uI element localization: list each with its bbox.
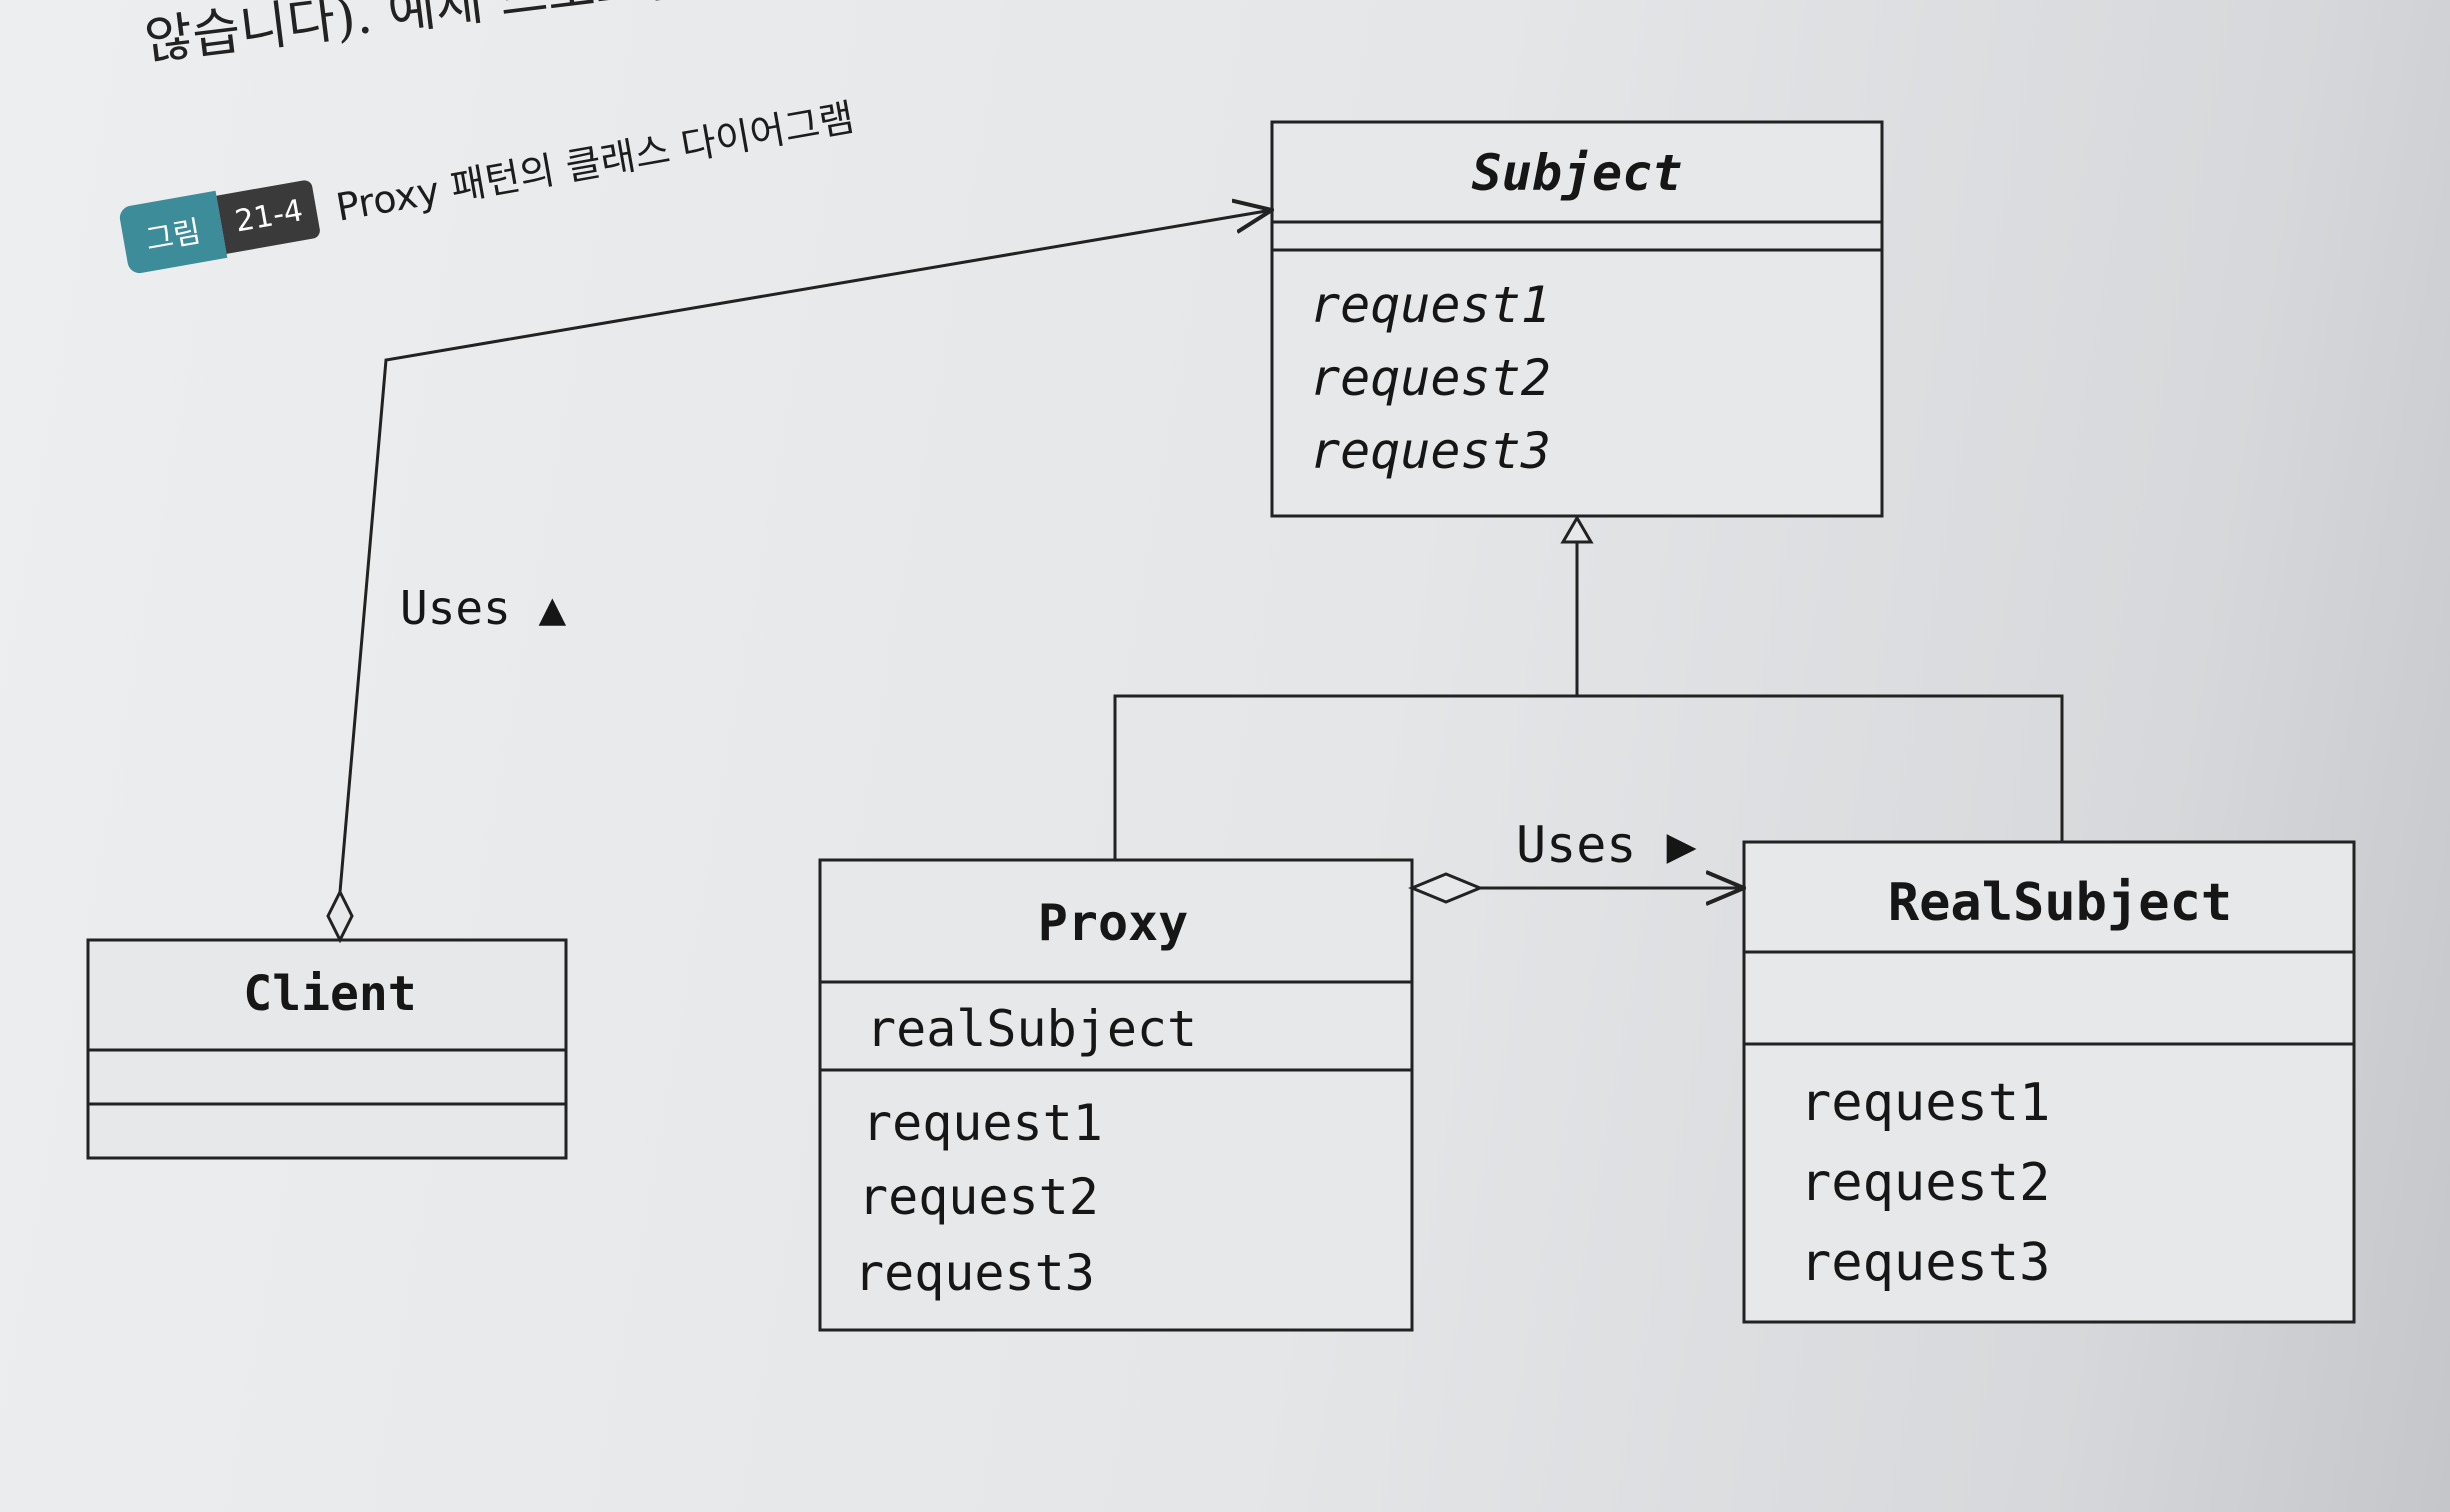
class-subject-method: request1 <box>1310 276 1551 334</box>
client-subject-label: Uses ▲ <box>400 581 566 635</box>
class-client: Client <box>86 938 568 1160</box>
class-subject-method: request2 <box>1310 349 1551 407</box>
class-subject: Subject request1 request2 request3 <box>1270 120 1884 518</box>
class-real-subject-method: request1 <box>1800 1073 2050 1133</box>
class-proxy-method: request1 <box>862 1094 1103 1152</box>
proxy-real-association: Uses ▶ <box>1408 816 1744 904</box>
generalization-connector <box>1113 515 2064 860</box>
association-line <box>338 210 1272 893</box>
class-real-subject-method: request3 <box>1800 1233 2050 1293</box>
class-real-subject-name: RealSubject <box>1888 873 2232 933</box>
class-subject-method: request3 <box>1310 422 1551 480</box>
class-real-subject-method: request2 <box>1800 1153 2050 1213</box>
class-proxy: Proxy realSubject request1 request2 requ… <box>818 858 1414 1332</box>
inheritance-triangle <box>1560 515 1594 544</box>
class-subject-box <box>1270 120 1884 518</box>
class-client-name: Client <box>243 966 416 1022</box>
class-proxy-field: realSubject <box>866 1000 1197 1058</box>
class-proxy-method: request3 <box>854 1244 1095 1302</box>
client-subject-association: Uses ▲ <box>326 210 1272 944</box>
class-real-subject: RealSubject request1 request2 request3 <box>1742 840 2356 1324</box>
class-subject-name: Subject <box>1472 144 1683 202</box>
proxy-real-label: Uses ▶ <box>1516 816 1697 874</box>
aggregation-diamond <box>326 888 354 944</box>
class-proxy-name: Proxy <box>1038 894 1189 952</box>
aggregation-diamond <box>1408 872 1484 904</box>
class-proxy-box <box>818 858 1414 1332</box>
class-real-subject-box <box>1742 840 2356 1324</box>
inheritance-line <box>1113 694 2064 860</box>
class-proxy-method: request2 <box>858 1168 1099 1226</box>
